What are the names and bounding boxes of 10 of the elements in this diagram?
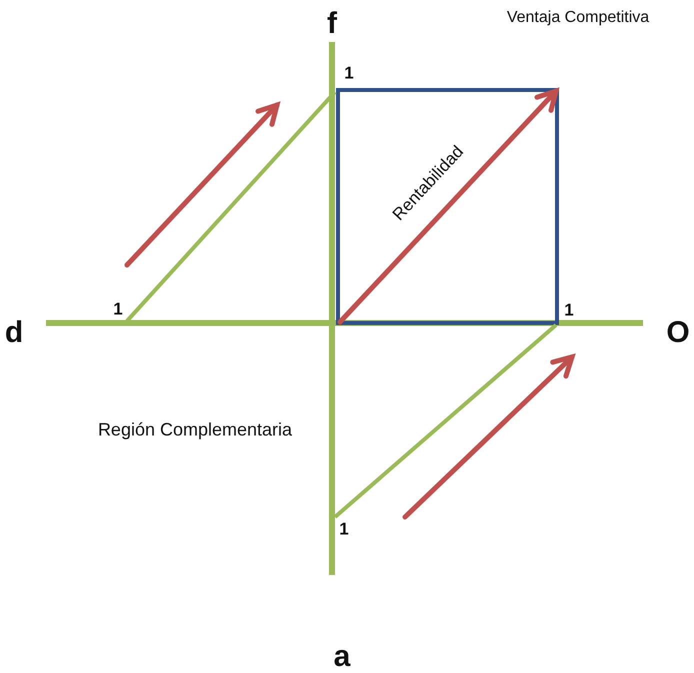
axis-label: d bbox=[4, 318, 24, 348]
axis-label: f bbox=[327, 9, 337, 39]
tick-label: 1 bbox=[344, 64, 354, 82]
region-label: Región Complementaria bbox=[96, 418, 294, 442]
tick-label: 1 bbox=[339, 520, 349, 538]
axis-label: a bbox=[334, 642, 350, 672]
axis-label: O bbox=[666, 318, 690, 348]
tick-label: 1 bbox=[564, 302, 574, 318]
region-label: Ventaja Competitiva bbox=[506, 10, 650, 26]
tick-label: 1 bbox=[113, 300, 123, 318]
